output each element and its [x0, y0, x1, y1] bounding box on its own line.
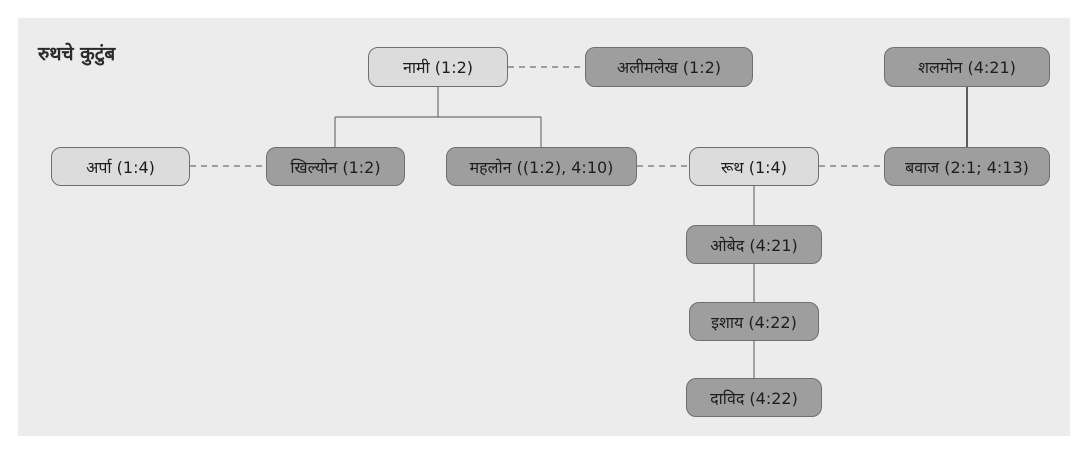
node-obed[interactable]: ओबेद (4:21) [686, 225, 822, 264]
diagram-panel [18, 18, 1070, 436]
diagram-title: रुथचे कुटुंब [38, 43, 116, 65]
node-naomi[interactable]: नामी (1:2) [368, 47, 508, 87]
node-elimelech[interactable]: अलीमलेख (1:2) [585, 47, 753, 87]
node-jesse[interactable]: इशाय (4:22) [689, 302, 819, 341]
node-orpah[interactable]: अर्पा (1:4) [51, 147, 190, 186]
node-chilion[interactable]: खिल्योन (1:2) [266, 147, 405, 186]
node-boaz[interactable]: बवाज (2:1; 4:13) [884, 147, 1050, 186]
node-david[interactable]: दाविद (4:22) [686, 378, 822, 417]
node-salmon[interactable]: शलमोन (4:21) [884, 47, 1050, 87]
node-mahlon[interactable]: महलोन ((1:2), 4:10) [446, 147, 637, 186]
node-ruth[interactable]: रूथ (1:4) [689, 147, 819, 186]
